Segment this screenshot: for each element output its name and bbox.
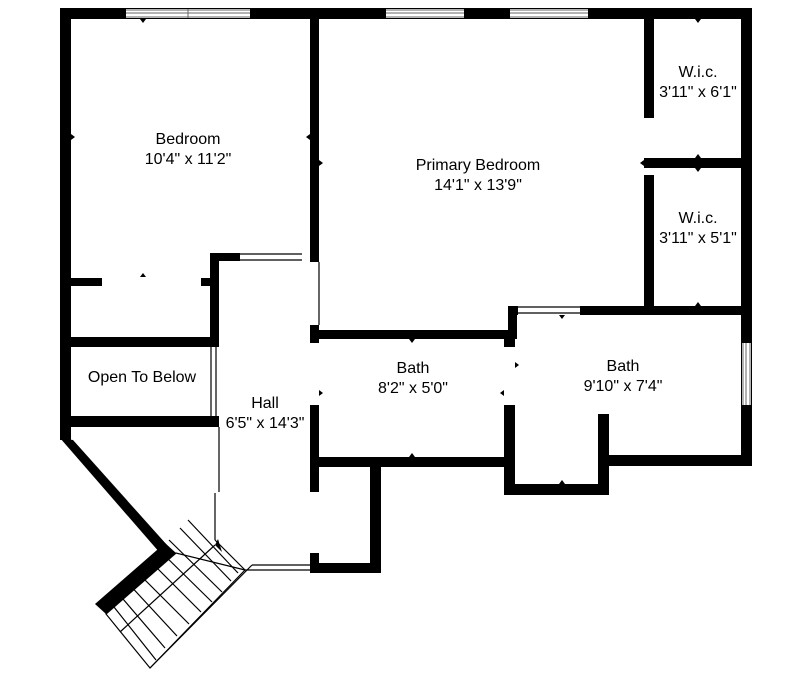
interior-walls (60, 8, 752, 573)
open-to-below-top-wall (60, 337, 219, 347)
hall-left-wall-upper (210, 253, 219, 347)
staircase (95, 493, 310, 669)
left-bath-top-wall (310, 330, 517, 339)
diagonal-wall (60, 438, 167, 553)
primary-bedroom-name: Primary Bedroom (416, 157, 540, 174)
bedroom-dims: 10'4" x 11'2" (145, 151, 232, 168)
wic-top-name: W.i.c. (678, 64, 717, 81)
right-bath-step-wall (598, 414, 609, 495)
hall-door-header (210, 253, 240, 261)
right-bath-bottom-wall (600, 455, 752, 466)
closet-bottom-wall (310, 563, 381, 573)
wic-top-dims: 3'11" x 6'1" (659, 84, 737, 101)
right-bath-step-bottom (504, 484, 609, 495)
stair-direction-arrow-icon (215, 539, 222, 552)
dimension-ticks (71, 19, 701, 484)
open-to-below-label: Open To Below (88, 369, 197, 386)
bath-divider-top (504, 339, 515, 347)
hall-dims: 6'5" x 14'3" (226, 415, 305, 432)
wic-divider (644, 158, 752, 168)
left-bath-dims: 8'2" x 5'0" (378, 380, 448, 397)
hall-name: Hall (251, 395, 279, 412)
left-bath-name: Bath (397, 360, 430, 377)
right-bath-top-left (508, 306, 518, 315)
right-bath-top-wall (580, 306, 752, 315)
closet-right-wall (370, 457, 381, 573)
wic-left-wall-lower (644, 175, 654, 315)
bedroom-closet-wall-left (60, 278, 102, 286)
thin-lines (210, 253, 580, 492)
right-bath-dims: 9'10" x 7'4" (584, 378, 663, 395)
right-bath-name: Bath (607, 358, 640, 375)
bedroom-primary-divider (310, 8, 319, 262)
left-bath-top-right-jog (508, 306, 517, 339)
wic-bottom-dims: 3'11" x 5'1" (659, 230, 737, 247)
wic-left-wall-upper (644, 8, 654, 118)
bedroom-name: Bedroom (156, 131, 221, 148)
primary-bedroom-dims: 14'1" x 13'9" (434, 177, 522, 194)
right-wall (741, 8, 752, 466)
room-labels: Bedroom 10'4" x 11'2" Primary Bedroom 14… (88, 64, 737, 432)
bath-divider-bottom (504, 405, 515, 495)
left-wall (60, 8, 71, 440)
left-bath-bottom-wall (310, 457, 515, 467)
wic-bottom-name: W.i.c. (678, 210, 717, 227)
hall-right-wall-b (310, 405, 319, 492)
open-to-below-bottom-wall (60, 416, 219, 427)
stair-left-stringer (95, 543, 176, 614)
right-bath-window (742, 343, 751, 405)
top-windows (126, 9, 588, 18)
